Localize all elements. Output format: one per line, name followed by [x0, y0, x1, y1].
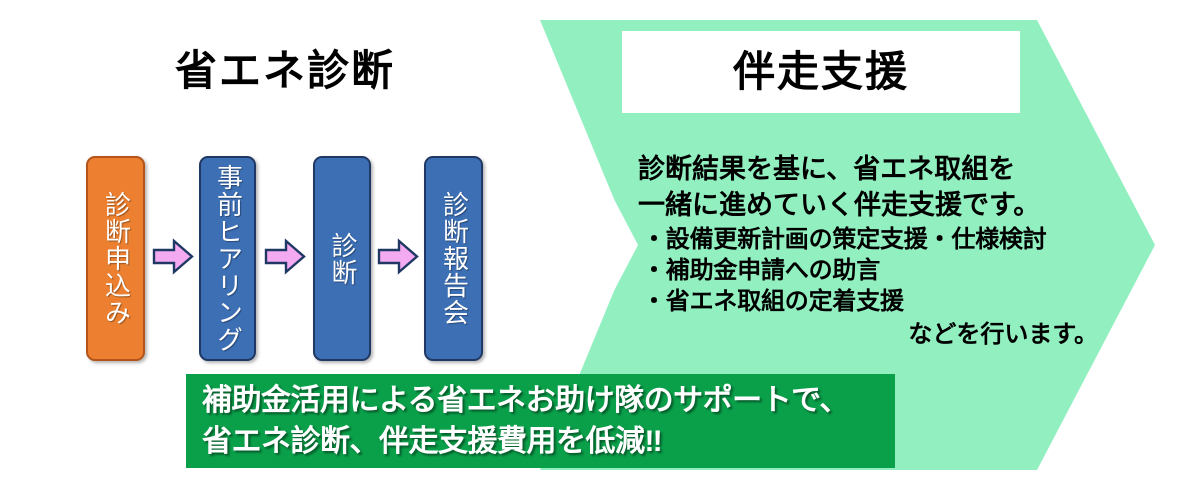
diagnosis-title-text: 省エネ診断: [174, 47, 395, 94]
process-step-label: 診断申込み: [101, 191, 131, 326]
process-step-label: 診断報告会: [439, 191, 469, 326]
process-step-diagnosis[interactable]: 診断: [313, 156, 371, 361]
support-bullet-item: ・設備更新計画の策定支援・仕様検討: [642, 225, 1047, 253]
support-bullet-item: ・省エネ取組の定着支援: [642, 288, 904, 316]
right-arrow-icon: [152, 238, 194, 275]
benefit-banner: 補助金活用による省エネお助け隊のサポートで、 省エネ診断、伴走支援費用を低減‼: [186, 374, 895, 468]
support-closing-line: などを行います。: [908, 321, 1098, 349]
process-step-report-meeting[interactable]: 診断報告会: [424, 156, 483, 361]
process-step-pre-hearing[interactable]: 事前ヒアリング: [199, 156, 256, 361]
diagnosis-title-plate: 省エネ診断: [45, 31, 525, 111]
right-arrow-icon: [377, 238, 419, 275]
process-step-diagnosis-application[interactable]: 診断申込み: [86, 156, 145, 361]
process-step-label: 診断: [328, 231, 358, 286]
support-bullet-item: ・補助金申請への助言: [642, 257, 880, 284]
process-step-label: 事前ヒアリング: [213, 164, 243, 353]
support-title-plate: 伴走支援: [622, 31, 1020, 113]
benefit-banner-line: 省エネ診断、伴走支援費用を低減‼: [202, 425, 663, 458]
benefit-banner-line: 補助金活用による省エネお助け隊のサポートで、: [202, 383, 849, 417]
support-lead-line: 一緒に進めていく伴走支援です。: [638, 189, 1041, 220]
support-description: 診断結果を基に、省エネ取組を 一緒に進めていく伴走支援です。 ・設備更新計画の策…: [638, 152, 1138, 351]
support-title-text: 伴走支援: [732, 48, 909, 95]
right-arrow-icon: [264, 238, 306, 275]
support-lead-line: 診断結果を基に、省エネ取組を: [638, 154, 1016, 184]
